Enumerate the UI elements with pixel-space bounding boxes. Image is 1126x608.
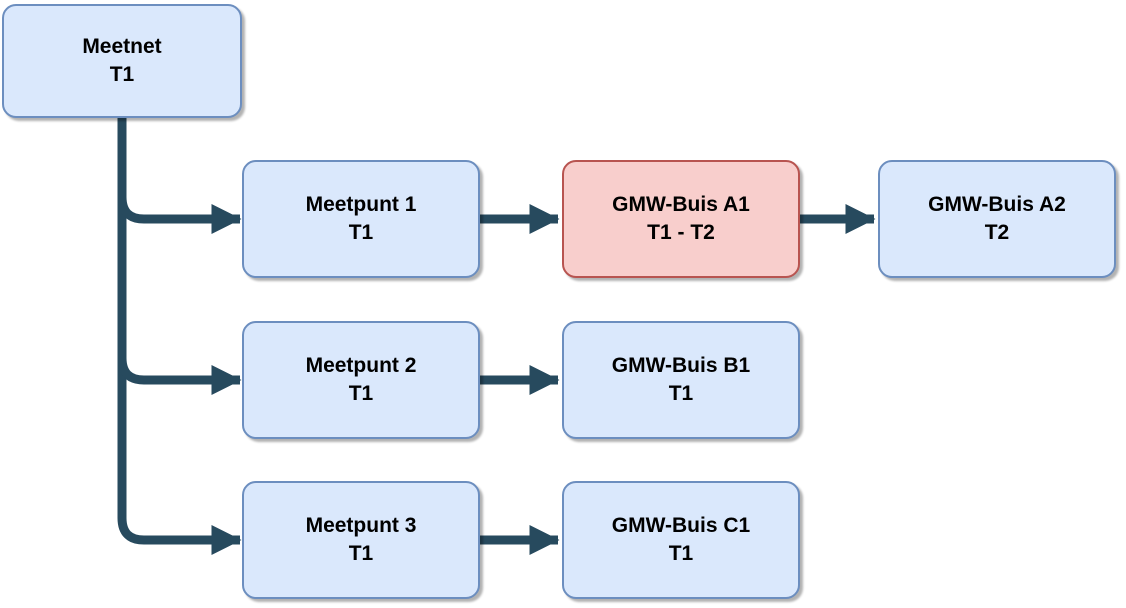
node-period: T1 — [668, 542, 694, 565]
node-gmw-buis-a1: GMW-Buis A1 T1 - T2 — [562, 160, 800, 278]
node-period: T1 — [348, 542, 374, 565]
node-gmw-buis-b1: GMW-Buis B1 T1 — [562, 321, 800, 439]
node-meetpunt-3: Meetpunt 3 T1 — [242, 481, 480, 599]
connector-meetnet-to-meetpunt2 — [117, 357, 242, 395]
node-label: GMW-Buis A1 — [612, 193, 750, 216]
node-meetpunt-1: Meetpunt 1 T1 — [242, 160, 480, 278]
node-gmw-buis-c1: GMW-Buis C1 T1 — [562, 481, 800, 599]
node-label: Meetpunt 3 — [305, 514, 417, 537]
node-period: T1 — [348, 221, 374, 244]
node-meetnet: Meetnet T1 — [2, 4, 242, 118]
node-gmw-buis-a2: GMW-Buis A2 T2 — [878, 160, 1116, 278]
node-label: Meetpunt 2 — [305, 354, 417, 377]
connector-meetnet-to-meetpunt1 — [117, 196, 242, 234]
node-period: T2 — [984, 221, 1010, 244]
node-label: Meetnet — [82, 35, 162, 58]
node-period: T1 — [668, 382, 694, 405]
node-label: GMW-Buis A2 — [928, 193, 1066, 216]
node-period: T1 - T2 — [647, 221, 715, 244]
node-period: T1 — [109, 63, 135, 86]
node-label: GMW-Buis C1 — [611, 514, 751, 537]
connector-meetnet-to-meetpunt3 — [117, 116, 242, 555]
node-period: T1 — [348, 382, 374, 405]
node-label: GMW-Buis B1 — [611, 354, 751, 377]
node-meetpunt-2: Meetpunt 2 T1 — [242, 321, 480, 439]
node-label: Meetpunt 1 — [305, 193, 417, 216]
